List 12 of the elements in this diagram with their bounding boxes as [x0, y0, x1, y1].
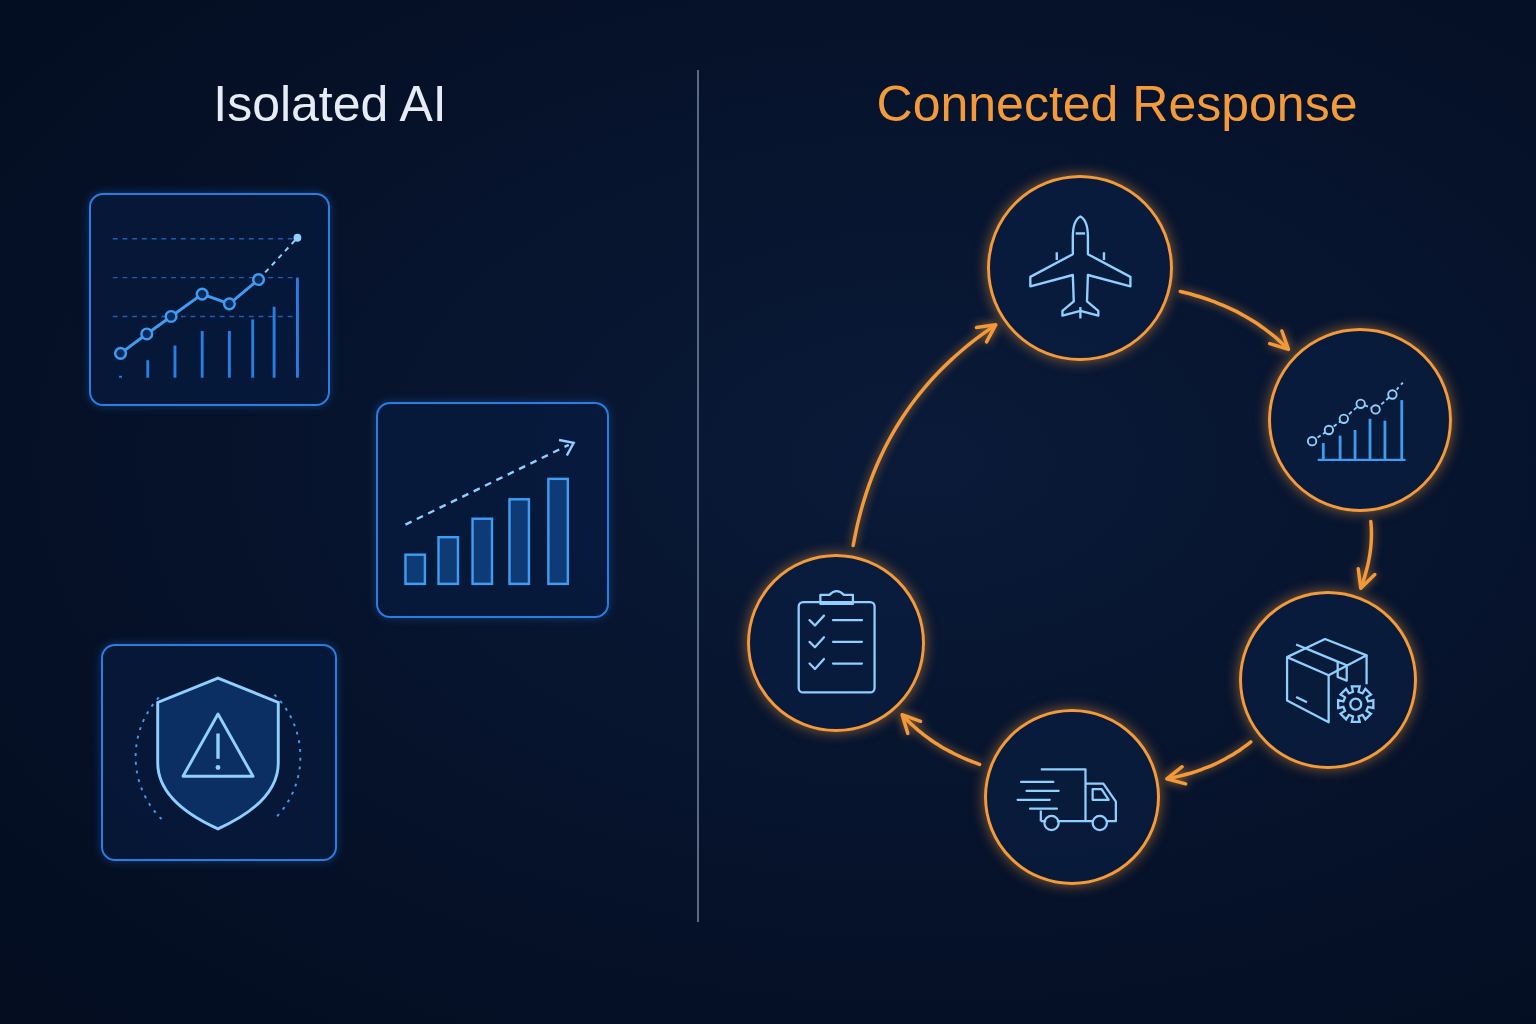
- curved-arrow: [900, 712, 982, 767]
- icon-circle: [987, 175, 1173, 361]
- curved-arrow: [851, 322, 998, 548]
- icon-circle: [1239, 591, 1417, 769]
- section-heading: Connected Response: [876, 75, 1358, 133]
- curved-arrow: [1178, 289, 1291, 352]
- icon-circle: [1268, 328, 1452, 512]
- icon-circle: [984, 709, 1160, 885]
- curved-arrow: [1165, 740, 1253, 786]
- section-heading: Isolated AI: [213, 75, 447, 133]
- curved-arrow: [1356, 519, 1377, 590]
- icon-circle: [747, 554, 925, 732]
